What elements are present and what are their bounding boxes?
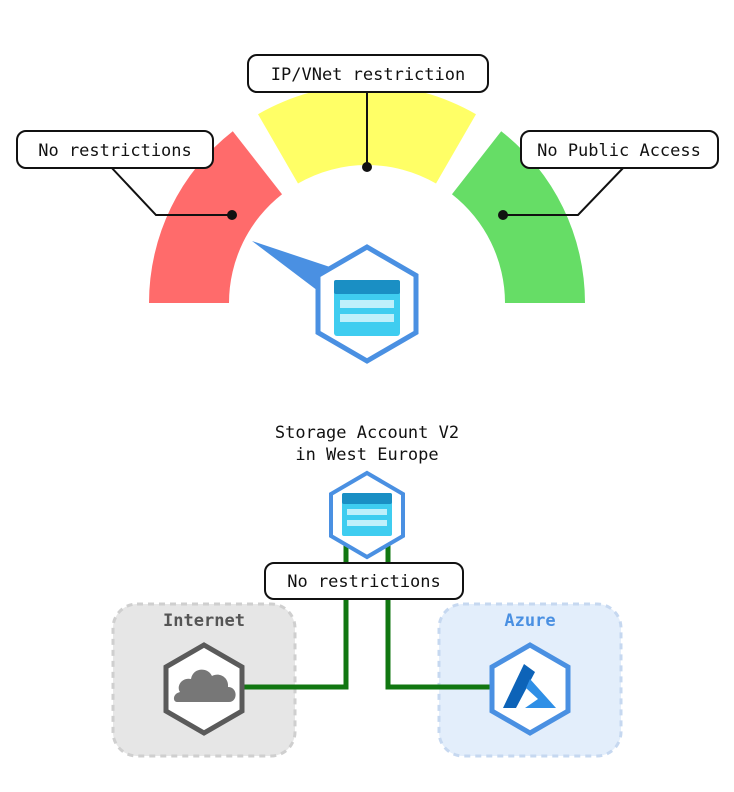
gauge-label-ip-vnet-text: IP/VNet restriction — [271, 65, 465, 85]
storage-title-line-2: in West Europe — [295, 445, 438, 465]
callout-dot-no-restrictions — [227, 210, 237, 220]
azure-logo-icon — [489, 642, 571, 736]
azure-zone-label: Azure — [504, 611, 555, 631]
gauge-label-no-restrictions: No restrictions — [16, 130, 214, 169]
gauge-segment-no-restrictions — [149, 131, 283, 303]
gauge-label-no-public-access: No Public Access — [520, 130, 719, 169]
connection-label: No restrictions — [264, 562, 464, 600]
gauge-label-ip-vnet-restriction: IP/VNet restriction — [247, 54, 489, 93]
gauge-label-no-public-access-text: No Public Access — [537, 141, 701, 161]
gauge-segment-no-public-access — [451, 131, 585, 303]
connection-label-text: No restrictions — [287, 572, 441, 592]
callout-line-no-restrictions — [109, 165, 232, 216]
callout-line-no-public-access — [503, 165, 626, 216]
gauge-callouts — [109, 90, 626, 216]
gauge-label-no-restrictions-text: No restrictions — [38, 141, 192, 161]
gauge-storage-account-icon — [315, 244, 419, 364]
storage-title-line-1: Storage Account V2 — [275, 423, 459, 443]
cloud-icon — [163, 642, 245, 736]
callout-dot-no-public-access — [498, 210, 508, 220]
storage-account-icon — [329, 470, 405, 560]
callout-dot-ip-vnet — [362, 162, 372, 172]
internet-zone-label: Internet — [163, 611, 245, 631]
